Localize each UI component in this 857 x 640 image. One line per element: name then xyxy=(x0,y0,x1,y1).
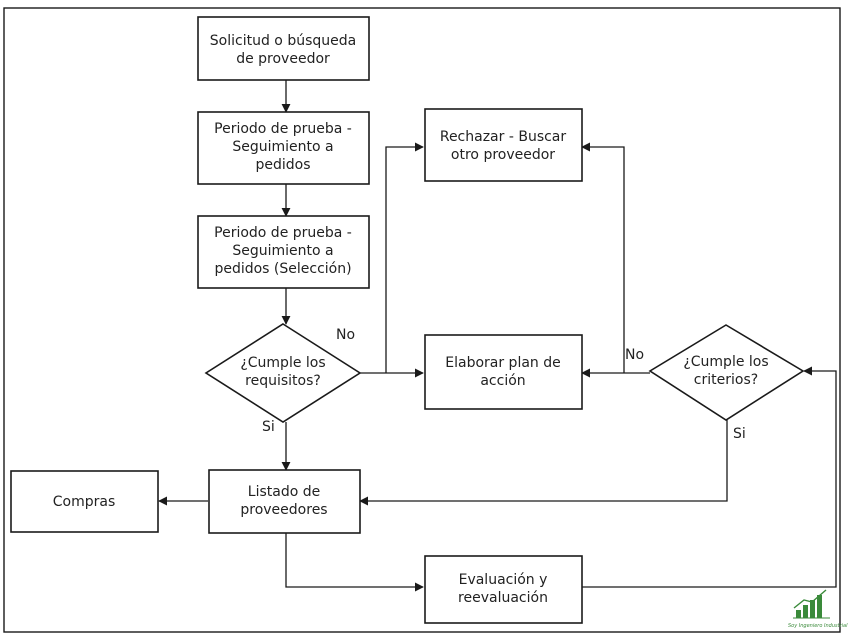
node-evaluacion: Evaluación y reevaluación xyxy=(424,555,583,624)
node-criterios-line-1: ¿Cumple los xyxy=(683,354,768,370)
edge-label-criterios-no: No xyxy=(625,347,644,363)
node-solicitud-line-1: Solicitud o búsqueda xyxy=(210,33,356,49)
node-requisitos-line-2: requisitos? xyxy=(245,373,321,389)
node-solicitud-line-2: de proveedor xyxy=(236,51,330,67)
svg-text:Periodo de prueba -Seguimiento: Periodo de prueba - Seguimiento a pedidos xyxy=(214,121,352,173)
node-plan: Elaborar plan de acción xyxy=(424,334,583,410)
edge-labels: No Si No Si xyxy=(262,327,746,442)
node-periodo2: Periodo de prueba - Seguimiento a pedidos … xyxy=(197,215,370,289)
node-rechazar: Rechazar - Buscar otro proveedor xyxy=(424,108,583,182)
svg-text:Periodo de prueba -Seguimiento: Periodo de prueba - Seguimiento a pedidos … xyxy=(214,225,352,277)
node-listado-line-2: proveedores xyxy=(240,502,327,518)
node-listado: Listado de proveedores xyxy=(208,469,361,534)
node-plan-line-2: acción xyxy=(480,373,525,389)
node-criterios-line-2: criterios? xyxy=(694,372,758,388)
node-compras: Compras xyxy=(10,470,159,533)
node-periodo2-line-3: pedidos (Selección) xyxy=(214,261,351,277)
node-evaluacion-line-2: reevaluación xyxy=(458,590,548,606)
node-evaluacion-line-1: Evaluación y xyxy=(459,572,548,588)
edge-label-requisitos-si: Si xyxy=(262,419,275,435)
watermark-text: Soy Ingeniero Industrial xyxy=(788,623,848,629)
node-plan-line-1: Elaborar plan de xyxy=(445,355,561,371)
node-requisitos-line-1: ¿Cumple los xyxy=(240,355,325,371)
node-periodo2-line-2: Seguimiento a xyxy=(232,243,333,259)
edge-label-requisitos-no: No xyxy=(336,327,355,343)
bar-chart-logo-icon xyxy=(793,589,830,619)
edge-criterios-rechazar xyxy=(581,142,625,373)
edge-criterios-listado xyxy=(359,420,728,506)
node-listado-line-1: Listado de xyxy=(248,484,320,500)
svg-text:Compras: Compras xyxy=(53,494,116,510)
edge-evaluacion-criterios xyxy=(582,366,837,588)
node-periodo1-line-1: Periodo de prueba - xyxy=(214,121,352,137)
edges xyxy=(158,80,837,592)
node-solicitud: Solicitud o búsqueda de proveedor xyxy=(197,16,370,81)
node-criterios: ¿Cumple los criterios? xyxy=(648,324,805,421)
edge-listado-evaluacion xyxy=(285,533,424,592)
node-compras-line-1: Compras xyxy=(53,494,116,510)
node-periodo2-line-1: Periodo de prueba - xyxy=(214,225,352,241)
edge-requisitos-rechazar xyxy=(385,142,424,373)
edge-label-criterios-si: Si xyxy=(733,426,746,442)
node-periodo1-line-2: Seguimiento a xyxy=(232,139,333,155)
nodes: Solicitud o búsqueda de proveedor Periodo… xyxy=(10,16,805,624)
node-periodo1-line-3: pedidos xyxy=(255,157,310,173)
node-periodo1: Periodo de prueba - Seguimiento a pedidos xyxy=(197,111,370,185)
diagram-frame xyxy=(3,7,841,633)
node-rechazar-line-2: otro proveedor xyxy=(451,147,555,163)
node-requisitos: ¿Cumple los requisitos? xyxy=(204,323,362,423)
node-rechazar-line-1: Rechazar - Buscar xyxy=(440,129,567,145)
